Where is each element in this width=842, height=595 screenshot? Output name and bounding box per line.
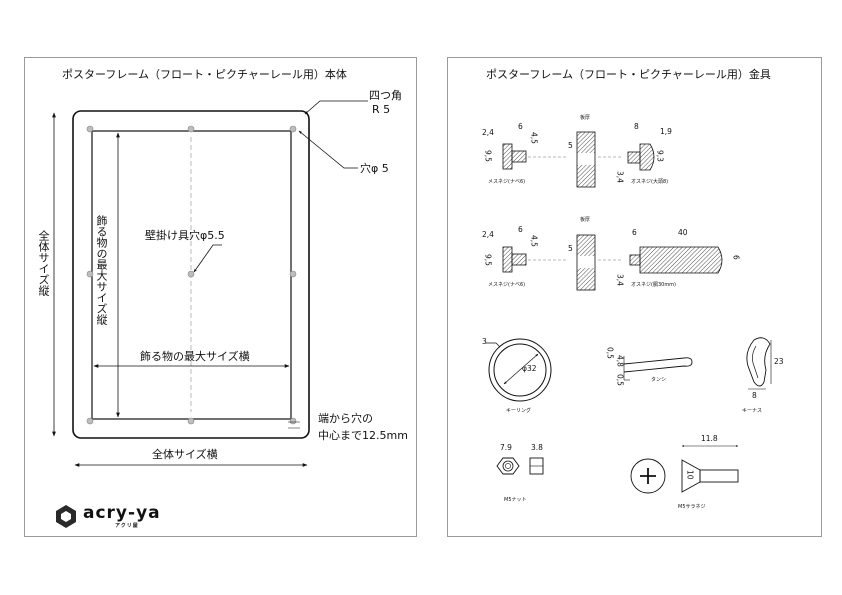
keyring-label: キーリング: [506, 408, 532, 414]
m5-nut-drawing: [496, 457, 544, 475]
kinasu-drawing: [746, 337, 772, 390]
nut-thickness-dim: 3.8: [531, 443, 543, 452]
r2-female-dim-c: 4,5: [529, 235, 539, 247]
corner-leader: [304, 100, 368, 115]
logo-wordmark: acry-ya: [83, 503, 161, 523]
female-screw-1: [502, 143, 568, 170]
plate-2: [576, 234, 622, 291]
r1-male-dim-a: 8: [634, 122, 639, 131]
r1-plate-label: 板厚: [580, 115, 591, 121]
male-screw-2: [629, 246, 723, 274]
keyring-drawing: [486, 338, 552, 402]
kinasu-label: キーナス: [742, 408, 763, 414]
fittings-title: ポスターフレーム（フロート・ピクチャーレール用）金具: [486, 68, 771, 81]
r1-female-label: メスネジ(ナベ6): [488, 179, 526, 185]
tanshi-drawing: [623, 356, 693, 381]
r1-female-dim-c: 4,5: [529, 132, 539, 144]
tanshi-dim-1: 0,5: [605, 347, 615, 359]
m5-screw-drawing: [630, 445, 739, 494]
r2-plate-dim: 5: [568, 244, 573, 253]
r2-male-dim-b: 40: [678, 228, 688, 237]
keyring-diameter-dim: φ32: [522, 364, 537, 373]
max-width-label: 飾る物の最大サイズ横: [140, 350, 250, 363]
tanshi-label: タンシ: [651, 377, 667, 383]
tanshi-dim-2: 4,8: [615, 355, 625, 367]
hanger-leader: [193, 244, 222, 273]
plate-1: [576, 131, 622, 188]
screw-head-dim: 10: [685, 470, 695, 480]
acry-ya-logo-icon: [56, 505, 76, 528]
corner-label: 四つ角: [369, 89, 402, 102]
max-height-label: 飾る物の最大サイズ縦: [95, 215, 108, 325]
r1-female-dim-a: 2,4: [482, 128, 494, 137]
r1-female-dim-b: 6: [518, 122, 523, 131]
hanger-hole-label: 壁掛け具穴φ5.5: [145, 229, 225, 242]
r2-female-dim-a: 2,4: [482, 230, 494, 239]
r1-male-dim-c: 9,3: [655, 150, 665, 162]
kinasu-width-dim: 8: [752, 391, 757, 400]
nut-width-dim: 7.9: [500, 443, 512, 452]
r2-male-dim-d: 3,4: [615, 274, 625, 286]
keyring-wire-dim: 3: [482, 337, 487, 346]
edge-hole-marker: [288, 421, 300, 429]
r1-female-dim-d: 9,5: [483, 150, 493, 162]
kinasu-height-dim: 23: [774, 357, 784, 366]
r2-female-label: メスネジ(ナベ6): [488, 282, 526, 288]
total-width-label: 全体サイズ横: [152, 448, 218, 461]
edge-note-line-2: 中心まで12.5mm: [318, 429, 408, 442]
r1-plate-dim: 5: [568, 141, 573, 150]
r2-female-dim-b: 6: [518, 225, 523, 234]
corner-radius-label: R 5: [372, 103, 391, 116]
mounting-holes: [86, 125, 297, 425]
screw-label: M5サラネジ: [678, 504, 706, 510]
r2-plate-label: 板厚: [580, 217, 591, 223]
female-screw-2: [502, 246, 568, 273]
logo-subtext: アクリ屋: [115, 523, 139, 529]
r1-male-dim-d: 3,4: [615, 171, 625, 183]
frame-body-panel: [24, 57, 417, 537]
r2-male-label: オスネジ(胴30mm): [631, 282, 677, 288]
male-screw-1: [627, 143, 655, 171]
r2-female-dim-d: 9,5: [483, 254, 493, 266]
r1-male-dim-b: 1,9: [660, 127, 672, 136]
nut-label: M5ナット: [504, 497, 527, 503]
tanshi-dim-3: 0,5: [615, 374, 625, 386]
r2-male-dim-a: 6: [632, 228, 637, 237]
screw-length-dim: 11.8: [701, 434, 718, 443]
r2-male-dim-c: 6: [731, 255, 741, 260]
fittings-panel: [447, 57, 822, 537]
hole-diameter-label: 穴φ 5: [360, 162, 389, 175]
r1-male-label: オスネジ(大頭8): [631, 179, 669, 185]
frame-body-title: ポスターフレーム（フロート・ピクチャーレール用）本体: [62, 68, 347, 81]
edge-note-line-1: 端から穴の: [318, 412, 373, 425]
total-height-label: 全体サイズ縦: [37, 230, 50, 296]
hole-leader: [298, 130, 358, 169]
